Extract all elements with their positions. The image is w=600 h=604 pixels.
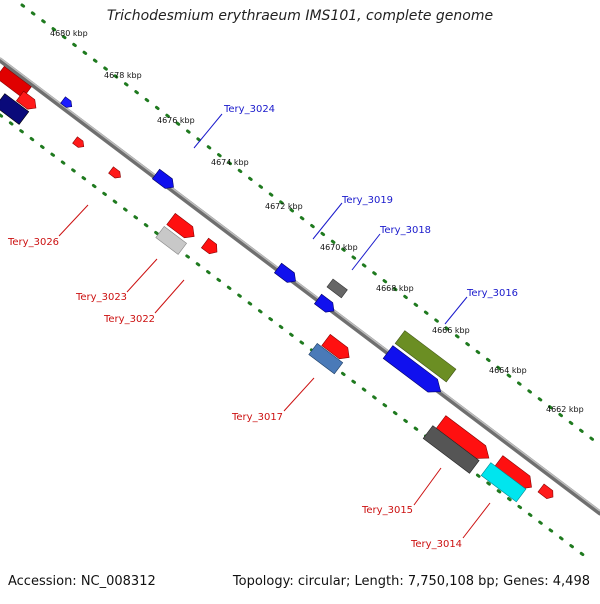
gene-feature[interactable]	[72, 136, 87, 150]
callout-line	[312, 202, 343, 240]
inner-dotted-track	[0, 113, 592, 562]
gene-feature[interactable]	[0, 65, 32, 99]
gene-label[interactable]: Tery_3015	[361, 505, 413, 516]
tick-label: 4676 kbp	[157, 116, 195, 125]
gene-feature[interactable]	[435, 415, 494, 465]
gene-label[interactable]: Tery_3019	[341, 195, 393, 206]
tick-label: 4668 kbp	[376, 284, 414, 293]
tick-label: 4672 kbp	[265, 202, 303, 211]
gene-feature[interactable]	[151, 168, 177, 192]
gene-label[interactable]: Tery_3017	[231, 412, 283, 423]
gene-label[interactable]: Tery_3026	[7, 237, 59, 248]
callout-line	[193, 113, 223, 149]
gene-label[interactable]: Tery_3022	[103, 314, 155, 325]
genome-backbone-highlight	[0, 57, 600, 512]
gene-feature[interactable]	[166, 212, 199, 242]
gene-feature[interactable]	[422, 425, 480, 474]
page-title: Trichodesmium erythraeum IMS101, complet…	[106, 8, 494, 24]
gene-label[interactable]: Tery_3024	[223, 104, 275, 115]
accession-text: Accession: NC_008312	[8, 574, 156, 589]
gene-feature[interactable]	[326, 278, 348, 299]
genome-backbone	[0, 57, 600, 516]
gene-feature[interactable]	[273, 262, 299, 286]
tick-label: 4670 kbp	[320, 243, 358, 252]
tick-label: 4666 kbp	[432, 326, 470, 335]
gene-label[interactable]: Tery_3016	[466, 288, 518, 299]
gene-feature[interactable]	[15, 90, 39, 113]
callout-line	[413, 467, 442, 506]
gene-feature[interactable]	[308, 342, 344, 375]
tick-label: 4662 kbp	[546, 405, 584, 414]
tick-label: 4674 kbp	[211, 158, 249, 167]
callout-line	[283, 377, 315, 412]
callout-line	[444, 296, 468, 325]
callout-line	[58, 204, 89, 237]
gene-label[interactable]: Tery_3018	[379, 225, 431, 236]
outer-dotted-track	[20, 3, 600, 447]
genome-summary-text: Topology: circular; Length: 7,750,108 bp…	[232, 574, 590, 589]
callout-line	[462, 502, 491, 539]
callout-line	[154, 279, 185, 314]
gene-feature[interactable]	[60, 96, 75, 110]
gene-feature[interactable]	[313, 293, 337, 316]
gene-feature[interactable]	[0, 93, 30, 125]
gene-feature[interactable]	[480, 462, 527, 503]
gene-feature[interactable]	[382, 345, 445, 398]
gene-feature[interactable]	[200, 237, 220, 257]
gene-feature[interactable]	[537, 483, 556, 501]
callout-line	[351, 233, 381, 271]
gene-feature[interactable]	[155, 225, 187, 255]
tick-label: 4664 kbp	[489, 366, 527, 375]
gene-feature[interactable]	[394, 330, 457, 383]
gene-label[interactable]: Tery_3014	[410, 539, 462, 550]
gene-label[interactable]: Tery_3023	[75, 292, 127, 303]
callout-line	[126, 258, 158, 293]
tick-label: 4678 kbp	[104, 71, 142, 80]
gene-feature[interactable]	[108, 166, 123, 181]
gene-feature[interactable]	[321, 333, 354, 363]
tick-label: 4680 kbp	[50, 29, 88, 38]
